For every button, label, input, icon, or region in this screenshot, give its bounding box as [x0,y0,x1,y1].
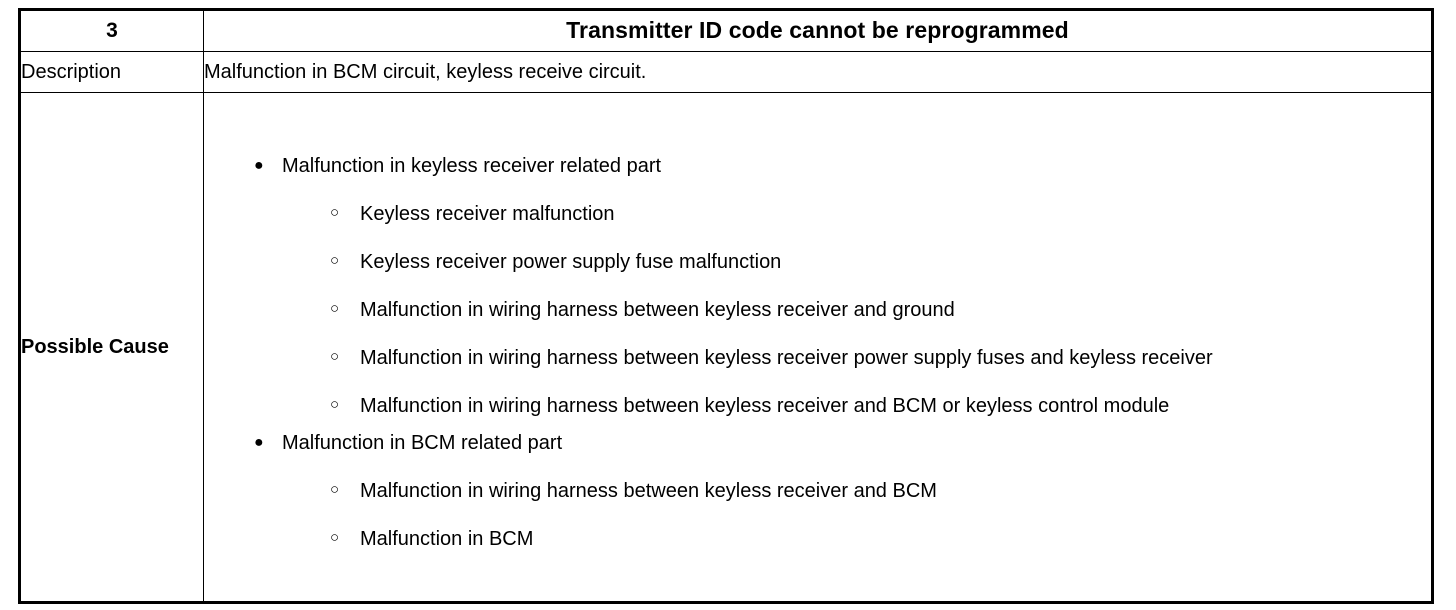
list-item-label: Malfunction in BCM [360,528,534,550]
list-item: ○ Malfunction in wiring harness between … [204,297,1431,323]
list-item: ○ Malfunction in BCM [204,526,1431,552]
list-item: ○ Malfunction in wiring harness between … [204,393,1431,419]
filled-bullet-icon: ● [254,434,264,451]
description-value: Malfunction in BCM circuit, keyless rece… [203,51,1433,93]
list-item-label: Malfunction in BCM related part [282,432,563,454]
description-label: Description [19,51,204,93]
possible-cause-list: ● Malfunction in keyless receiver relate… [204,154,1431,552]
list-item: ○ Malfunction in wiring harness between … [204,478,1431,504]
table-row-header: 3 Transmitter ID code cannot be reprogra… [19,9,1433,52]
possible-cause-sublist: ○ Malfunction in wiring harness between … [204,478,1431,552]
table-row-possible-cause: Possible Cause ● Malfunction in keyless … [19,92,1433,603]
list-item: ● Malfunction in BCM related part [204,431,1431,456]
list-item-label: Keyless receiver power supply fuse malfu… [360,251,782,273]
possible-cause-label: Possible Cause [19,92,204,603]
list-item: ○ Keyless receiver malfunction [204,201,1431,227]
dtc-title: Transmitter ID code cannot be reprogramm… [203,9,1433,52]
table-row-description: Description Malfunction in BCM circuit, … [19,51,1433,93]
hollow-circle-icon: ○ [330,252,340,269]
list-item-label: Keyless receiver malfunction [360,203,615,225]
list-item-label: Malfunction in wiring harness between ke… [360,299,955,321]
list-item: ○ Keyless receiver power supply fuse mal… [204,249,1431,275]
list-item: ● Malfunction in keyless receiver relate… [204,154,1431,179]
list-item-label: Malfunction in wiring harness between ke… [360,347,1213,369]
list-item-label: Malfunction in wiring harness between ke… [360,480,937,502]
list-item: ○ Malfunction in wiring harness between … [204,345,1431,371]
hollow-circle-icon: ○ [330,204,340,221]
hollow-circle-icon: ○ [330,348,340,365]
filled-bullet-icon: ● [254,157,264,174]
possible-cause-value: ● Malfunction in keyless receiver relate… [203,92,1433,603]
hollow-circle-icon: ○ [330,396,340,413]
hollow-circle-icon: ○ [330,529,340,546]
hollow-circle-icon: ○ [330,481,340,498]
list-item-label: Malfunction in wiring harness between ke… [360,395,1170,417]
dtc-detail-table: 3 Transmitter ID code cannot be reprogra… [18,8,1434,604]
list-item-label: Malfunction in keyless receiver related … [282,155,662,177]
possible-cause-sublist: ○ Keyless receiver malfunction ○ Keyless… [204,201,1431,419]
hollow-circle-icon: ○ [330,300,340,317]
dtc-code-number: 3 [19,9,204,52]
